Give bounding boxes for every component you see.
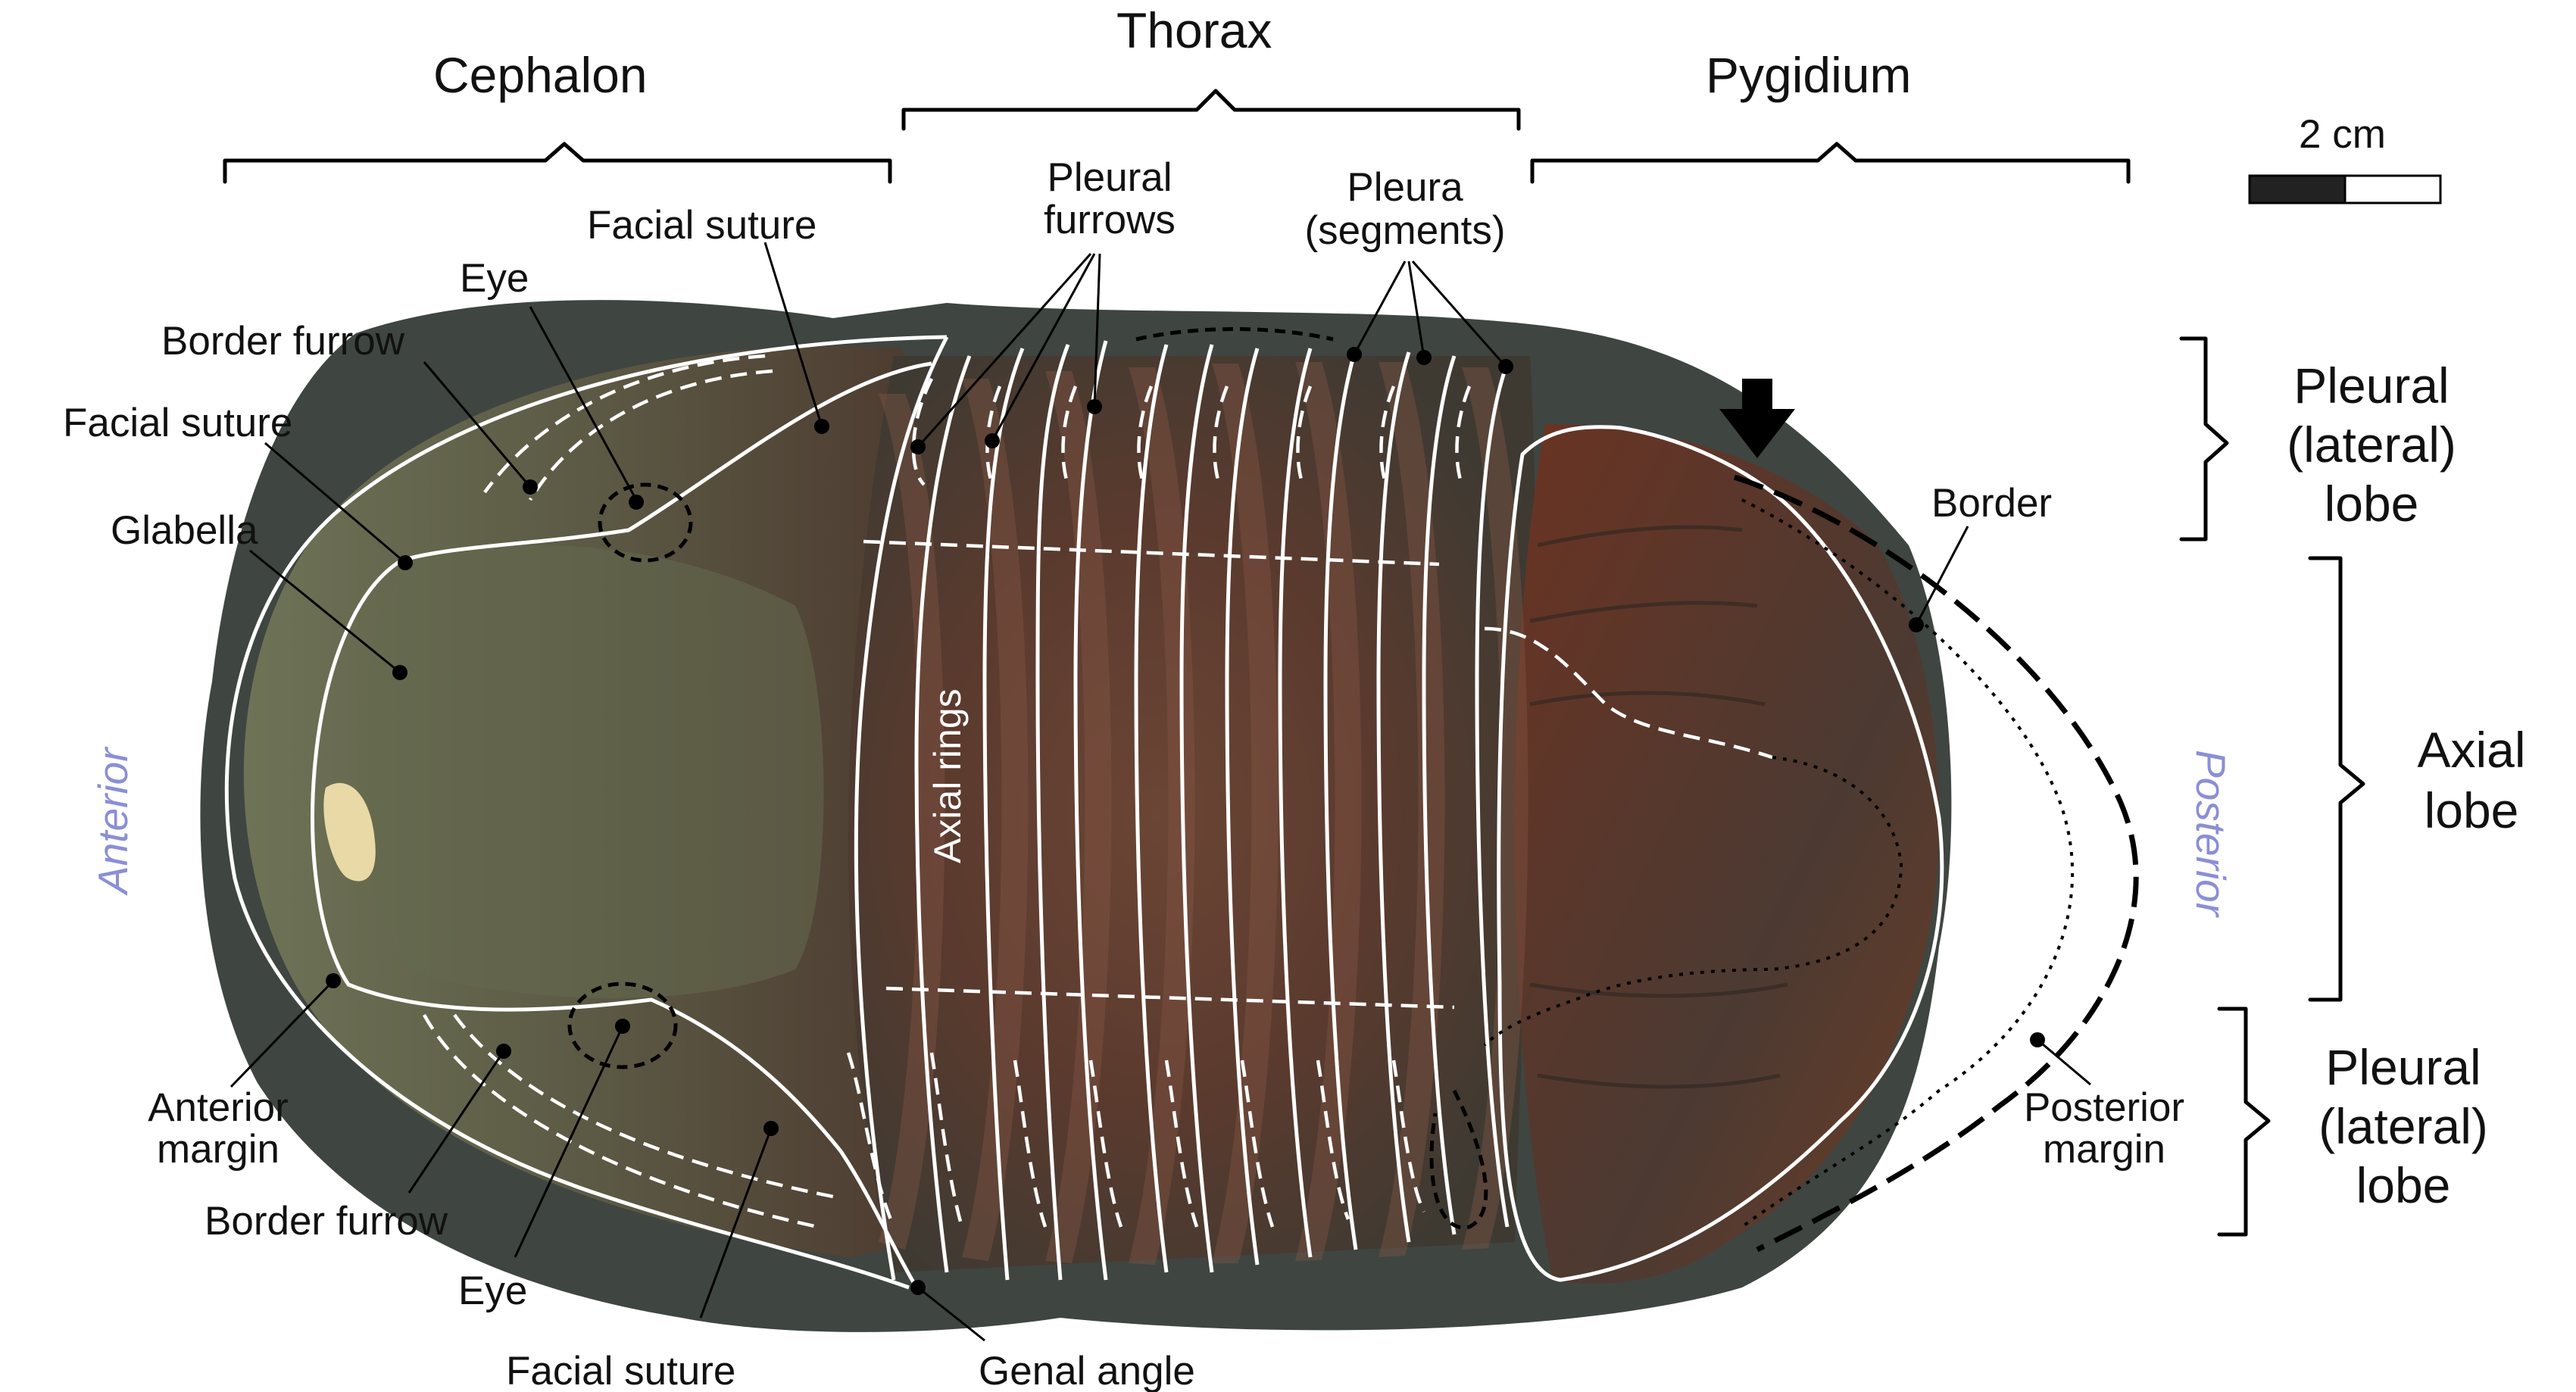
border-furrow-bottom-line-2 [453,1013,834,1199]
thorax-title: Thorax [1116,2,1272,58]
cephalon-brace [223,142,892,184]
pleural-furrow-marks-bottom [846,1052,1426,1228]
posterior-label: Posterior [2187,750,2234,919]
glabella-outline [311,361,932,1289]
cephalon-title: Cephalon [433,47,648,103]
posterior-margin-label-1: Posterior [2024,1085,2184,1130]
eye-bottom-label: Eye [458,1269,527,1313]
axial-line-2: lobe [2425,782,2519,838]
anterior-label: Anterior [89,746,136,896]
border-furrow-top-line [483,354,766,494]
facial-suture-top-label: Facial suture [587,203,817,248]
down-arrow-icon [1719,379,1795,458]
pygidium-brace [1530,142,2131,184]
border-furrow-top-label: Border furrow [161,319,405,364]
border-inner-dotted [1741,498,2075,1228]
segment-ridges [879,362,1528,1265]
anterior-margin-label-1: Anterior [148,1085,289,1130]
region-braces [223,89,2365,1237]
leader-lines [229,242,2091,1342]
pygidium-shell [1514,424,1939,1284]
pygidium-outline [1497,425,1944,1282]
axial-brace [2308,556,2365,1002]
pleural-top-brace [2179,336,2229,542]
border-furrow-top-line-2 [529,369,773,501]
fossil-specimen [200,300,1952,1332]
pygidium-axial-dotted [1483,756,1903,1047]
pleural-furrows-label-2: furrows [1044,198,1176,242]
thorax-bottom-black-dash [1429,1089,1488,1230]
border-furrow-bottom-line [423,1013,819,1229]
pleural-furrow-marks-top [911,377,1472,486]
thorax-top-black-dash [1135,327,1334,342]
region-titles: Cephalon Thorax Pygidium [433,2,1911,103]
glabella-highlight [358,545,824,998]
eye-bottom-outline [567,982,678,1069]
axial-rings-label: Axial rings [926,688,969,863]
axial-furrow-top [863,539,1440,566]
anterior-margin-label-2: margin [157,1127,279,1172]
lobe-titles: Pleural (lateral) lobe Axial lobe Pleura… [2287,357,2525,1213]
pleural-bottom-line-2: (lateral) [2318,1098,2488,1154]
pleural-top-line-3: lobe [2325,476,2419,532]
border-furrow-bottom-label: Border furrow [205,1199,448,1244]
pleural-furrows-label-1: Pleural [1048,155,1172,200]
pygidium-ribs [1529,525,1788,1089]
annotation-outlines [224,327,2139,1290]
pale-spot [323,782,376,882]
pleura-segments-label-2: (segments) [1304,208,1505,253]
glabella-label: Glabella [111,508,258,553]
eye-top-outline [598,482,693,563]
pygidium-title: Pygidium [1706,47,1911,103]
pygidium-axis-line [1484,626,1773,760]
pleural-top-line-2: (lateral) [2287,417,2456,473]
pleural-top-line-1: Pleural [2293,357,2449,414]
thorax-segment-outlines [854,336,1510,1281]
facial-suture-left-label: Facial suture [63,401,292,445]
eye-top-label: Eye [460,256,529,301]
border-label: Border [1931,481,2052,526]
thorax-brace [901,89,1521,131]
facial-suture-bottom-label: Facial suture [506,1349,735,1392]
scale-bar-label: 2 cm [2299,112,2386,157]
posterior-margin-label-2: margin [2043,1127,2165,1172]
orientation-labels: Anterior Posterior [89,746,2234,919]
thorax-shell [848,356,1535,1272]
pleural-bottom-line-1: Pleural [2325,1039,2481,1095]
pleural-bottom-line-3: lobe [2356,1157,2451,1213]
pleura-segments-label-1: Pleura [1347,165,1463,210]
feature-labels: Facial suture Eye Border furrow Facial s… [63,155,2184,1392]
axial-furrow-bottom [885,986,1455,1010]
axial-line-1: Axial [2417,722,2525,778]
genal-angle-label: Genal angle [979,1349,1195,1392]
cephalon-outline [224,335,948,1290]
pleural-bottom-brace [2217,1007,2271,1237]
scale-bar: 2 cm [2248,112,2442,204]
